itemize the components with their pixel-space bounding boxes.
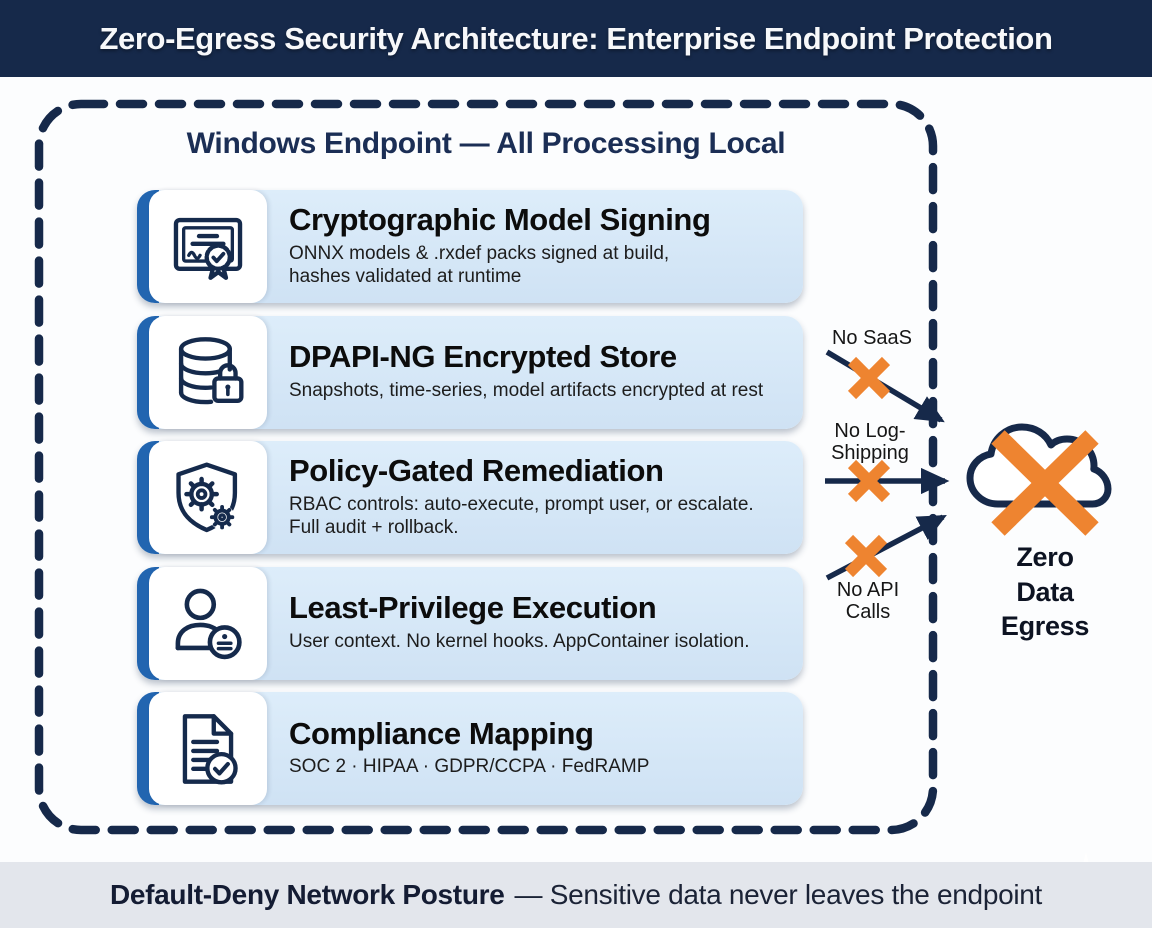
card-text: Cryptographic Model Signing ONNX models … <box>267 190 803 303</box>
arrow-no-api-calls <box>825 514 947 581</box>
card-description: Snapshots, time-series, model artifacts … <box>289 379 764 401</box>
card-text: Compliance Mapping SOC 2 · HIPAA · GDPR/… <box>267 692 803 805</box>
card-cryptographic-model-signing: Cryptographic Model Signing ONNX models … <box>137 190 803 303</box>
label-no-api-calls: No API Calls <box>836 579 900 623</box>
card-title: Cryptographic Model Signing <box>289 201 711 237</box>
certificate-seal-icon <box>149 190 267 303</box>
card-title: Compliance Mapping <box>289 715 594 751</box>
card-description: SOC 2 · HIPAA · GDPR/CCPA · FedRAMP <box>289 756 650 778</box>
shield-gears-icon <box>149 441 267 554</box>
card-title: Policy-Gated Remediation <box>289 452 664 488</box>
document-check-icon <box>149 692 267 805</box>
card-description: RBAC controls: auto-execute, prompt user… <box>289 493 754 539</box>
card-description: User context. No kernel hooks. AppContai… <box>289 630 750 652</box>
endpoint-box-title: Windows Endpoint — All Processing Local <box>186 127 786 160</box>
x-mark-log-shipping <box>847 459 891 503</box>
blocked-x-marks <box>844 356 891 578</box>
database-lock-icon <box>149 315 267 429</box>
egress-arrows <box>825 349 950 581</box>
arrow-no-saas <box>825 349 945 423</box>
card-text: Least-Privilege Execution User context. … <box>267 567 803 680</box>
page-title: Zero-Egress Security Architecture: Enter… <box>99 20 1053 56</box>
user-badge-icon <box>149 566 267 680</box>
cloud-icon <box>966 423 1112 508</box>
card-title: Least-Privilege Execution <box>289 590 657 626</box>
card-description: ONNX models & .rxdef packs signed at bui… <box>289 242 670 288</box>
card-compliance-mapping: Compliance Mapping SOC 2 · HIPAA · GDPR/… <box>137 692 803 805</box>
card-text: Policy-Gated Remediation RBAC controls: … <box>267 441 803 554</box>
zero-data-egress-label: Zero Data Egress <box>1000 542 1090 642</box>
x-mark-api-calls <box>844 534 888 578</box>
card-least-privilege-execution: Least-Privilege Execution User context. … <box>137 566 803 680</box>
footer-tagline: — Sensitive data never leaves the endpoi… <box>514 879 1043 910</box>
feature-card-list: Cryptographic Model Signing ONNX models … <box>137 190 803 805</box>
card-dpapi-ng-encrypted-store: DPAPI-NG Encrypted Store Snapshots, time… <box>137 315 803 429</box>
header-banner: Zero-Egress Security Architecture: Enter… <box>0 0 1152 77</box>
label-no-saas: No SaaS <box>831 327 913 349</box>
footer-banner: Default-Deny Network Posture — Sensitive… <box>0 862 1152 928</box>
footer-heading: Default-Deny Network Posture <box>109 879 505 910</box>
card-policy-gated-remediation: Policy-Gated Remediation RBAC controls: … <box>137 441 803 554</box>
card-title: DPAPI-NG Encrypted Store <box>289 339 677 375</box>
card-text: DPAPI-NG Encrypted Store Snapshots, time… <box>267 316 803 429</box>
big-x-mark <box>991 430 1099 536</box>
label-no-log-shipping: No Log- Shipping <box>831 420 909 464</box>
cloud-blocked-icon <box>966 423 1112 536</box>
x-mark-saas <box>847 356 891 400</box>
